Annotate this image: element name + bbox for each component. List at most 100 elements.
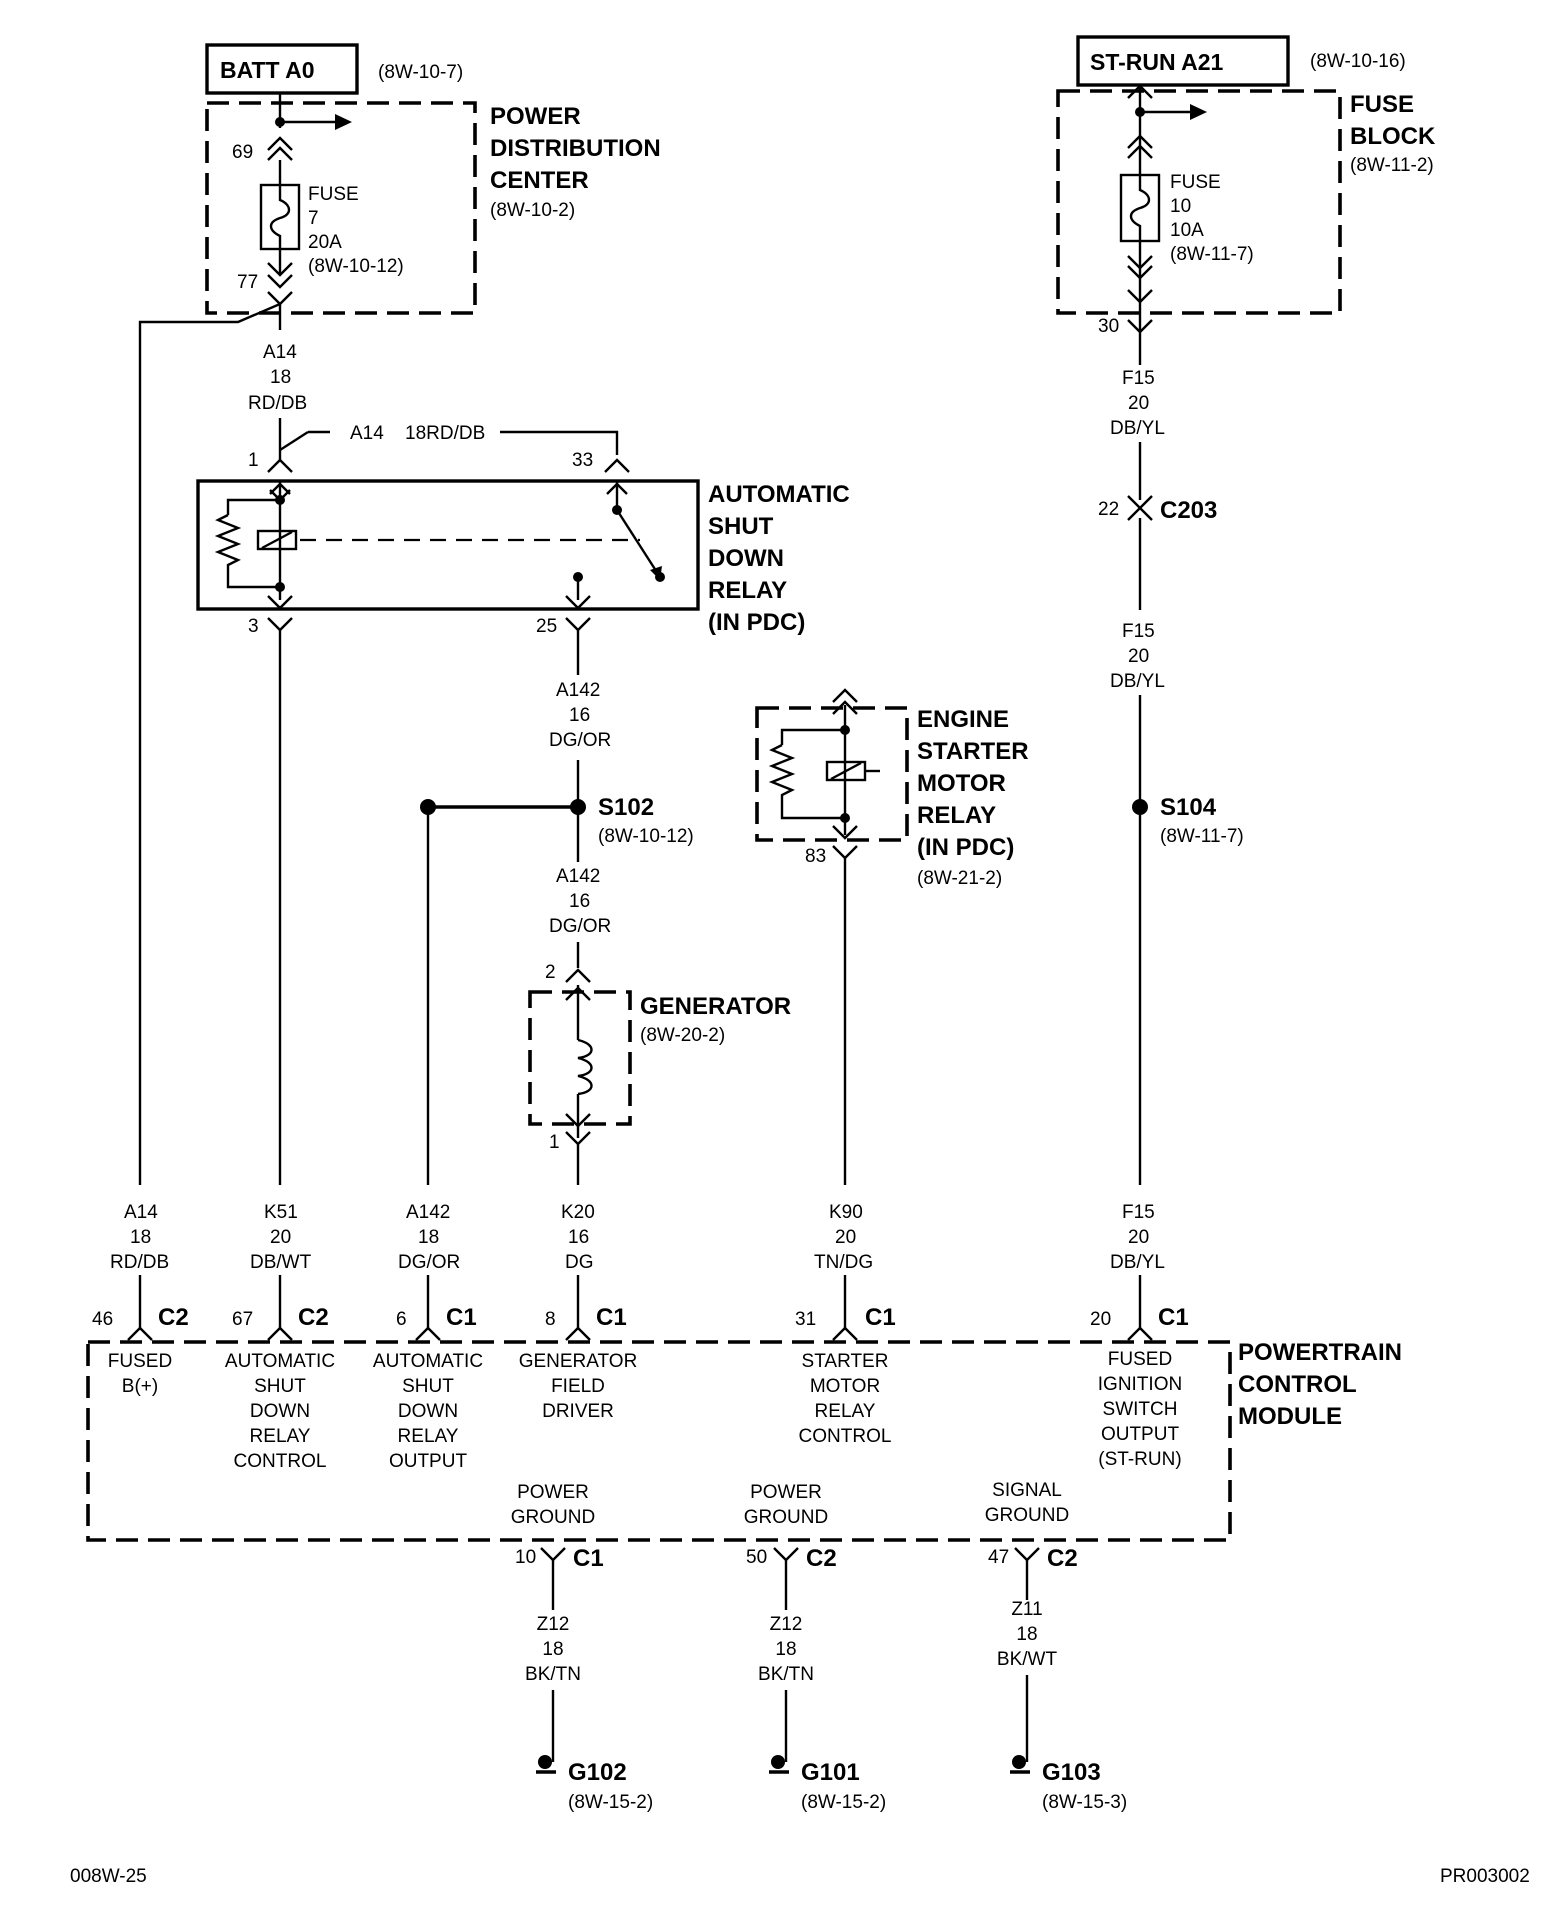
gnd-3-ref: (8W-15-3)	[1042, 1792, 1127, 1813]
gnd-2-w2: 18	[775, 1639, 796, 1660]
c203-pin: 22	[1098, 499, 1119, 520]
pdc-dashed-box	[205, 101, 477, 315]
wire-f15-b-3: DB/YL	[1110, 671, 1165, 692]
pcm-f-6-3: DOWN	[398, 1401, 458, 1422]
wire-a14-top-1: A14	[263, 342, 297, 363]
bw-f15-3: DB/YL	[1110, 1252, 1165, 1273]
pcm-f-6-5: OUTPUT	[389, 1451, 468, 1472]
pcm-pin-31: 31	[795, 1309, 816, 1330]
bw-k20-2: 16	[568, 1227, 589, 1248]
gnd-2-pin: 50	[746, 1547, 767, 1568]
pcm-dashed-box	[86, 1340, 1232, 1542]
pcm-f-20-2: IGNITION	[1098, 1374, 1182, 1395]
pdc-label-1: POWER	[490, 103, 581, 130]
s102-name: S102	[598, 794, 654, 821]
bw-k51-3: DB/WT	[250, 1252, 312, 1273]
starter-label-3: MOTOR	[917, 770, 1006, 797]
pcm-pin-67: 67	[232, 1309, 253, 1330]
fuse-block-label-2: BLOCK	[1350, 123, 1436, 150]
gnd-1-conn: C1	[573, 1545, 604, 1572]
fuse-10-l3: 10A	[1170, 220, 1204, 241]
pcm-pin-8: 8	[545, 1309, 556, 1330]
generator-pin-1: 1	[549, 1132, 560, 1153]
generator-pin-2: 2	[545, 962, 556, 983]
starter-relay-dashed-box	[755, 706, 909, 842]
pcm-f-20-3: SWITCH	[1103, 1399, 1178, 1420]
pcm-conn-20: C1	[1158, 1304, 1189, 1331]
asd-label-3: DOWN	[708, 545, 784, 572]
pcm-f-8-2: FIELD	[551, 1376, 605, 1397]
fuse-10-l2: 10	[1170, 196, 1191, 217]
pdc-pin-77: 77	[237, 272, 258, 293]
asd-pin-1: 1	[248, 450, 259, 471]
wire-f15-a-1: F15	[1122, 368, 1155, 389]
pcm-pin-20: 20	[1090, 1309, 1111, 1330]
pcm-function-labels: FUSED B(+) AUTOMATIC SHUT DOWN RELAY CON…	[108, 1349, 1182, 1528]
gnd-3-f1: SIGNAL	[992, 1480, 1062, 1501]
starter-pin-83: 83	[805, 846, 826, 867]
wire-a14-top-3: RD/DB	[248, 393, 307, 414]
fuse-block-label-1: FUSE	[1350, 91, 1414, 118]
gnd-2-f1: POWER	[750, 1482, 822, 1503]
pdc-pin-69: 69	[232, 142, 253, 163]
s104-ref: (8W-11-7)	[1160, 826, 1244, 847]
s104-name: S104	[1160, 794, 1217, 821]
fuse-7-l4: (8W-10-12)	[308, 256, 404, 277]
gnd-1-ref: (8W-15-2)	[568, 1792, 653, 1813]
generator-name: GENERATOR	[640, 993, 791, 1020]
bw-f15-1: F15	[1122, 1202, 1155, 1223]
pcm-f-46-1: FUSED	[108, 1351, 172, 1372]
asd-pin-25: 25	[536, 616, 557, 637]
gnd-3-pin: 47	[988, 1547, 1009, 1568]
st-run-ref: (8W-10-16)	[1310, 51, 1406, 72]
fuse-block-ref: (8W-11-2)	[1350, 155, 1434, 176]
pdc-ref: (8W-10-2)	[490, 200, 575, 221]
asd-label-2: SHUT	[708, 513, 774, 540]
asd-label-5: (IN PDC)	[708, 609, 805, 636]
gnd-3-w1: Z11	[1011, 1599, 1042, 1620]
gnd-3-w3: BK/WT	[997, 1649, 1058, 1670]
gnd-2-name: G101	[801, 1759, 860, 1786]
asd-coil	[256, 529, 298, 551]
pcm-label-2: CONTROL	[1238, 1371, 1357, 1398]
pcm-conn-8: C1	[596, 1304, 627, 1331]
gnd-2-ref: (8W-15-2)	[801, 1792, 886, 1813]
bottom-wire-labels: A14 18 RD/DB K51 20 DB/WT A142 18 DG/OR …	[110, 1195, 1175, 1275]
pdc-label-3: CENTER	[490, 167, 589, 194]
generator-ref: (8W-20-2)	[640, 1025, 725, 1046]
wire-a142-b-1: A142	[556, 866, 600, 887]
wire-a142-a-1: A142	[556, 680, 600, 701]
bw-a142-1: A142	[406, 1202, 450, 1223]
fuse-block-dashed-box	[1056, 89, 1342, 315]
bw-f15-2: 20	[1128, 1227, 1149, 1248]
bw-k20-1: K20	[561, 1202, 595, 1223]
batt-a0-box	[205, 43, 359, 95]
bw-a142-3: DG/OR	[398, 1252, 460, 1273]
bw-k51-2: 20	[270, 1227, 291, 1248]
bw-a14-3: RD/DB	[110, 1252, 169, 1273]
pcm-label-1: POWERTRAIN	[1238, 1339, 1402, 1366]
fuse-7-l2: 7	[308, 208, 319, 229]
asd-feed-right: 18RD/DB	[405, 423, 485, 444]
pcm-f-31-4: CONTROL	[799, 1426, 892, 1447]
pcm-conn-46: C2	[158, 1304, 189, 1331]
fuse-10-l1: FUSE	[1170, 172, 1221, 193]
starter-label-2: STARTER	[917, 738, 1029, 765]
st-run-title: ST-RUN A21	[1090, 49, 1224, 75]
gnd-1-f1: POWER	[517, 1482, 589, 1503]
bw-k51-1: K51	[264, 1202, 298, 1223]
batt-a0-title: BATT A0	[220, 57, 315, 83]
pcm-connectors: 46 C2 67 C2 6 C1 8 C1 31 C1 20 C1	[92, 1275, 1189, 1341]
pcm-f-31-3: RELAY	[815, 1401, 876, 1422]
gnd-1-name: G102	[568, 1759, 627, 1786]
pcm-pin-6: 6	[396, 1309, 407, 1330]
pcm-f-31-1: STARTER	[802, 1351, 889, 1372]
pcm-f-8-1: GENERATOR	[519, 1351, 638, 1372]
wire-f15-b-2: 20	[1128, 646, 1149, 667]
gnd-1-w2: 18	[542, 1639, 563, 1660]
bw-a14-1: A14	[124, 1202, 158, 1223]
gnd-2-f2: GROUND	[744, 1507, 828, 1528]
wire-a142-a-2: 16	[569, 705, 590, 726]
fuse-block-pin-30: 30	[1098, 316, 1119, 337]
